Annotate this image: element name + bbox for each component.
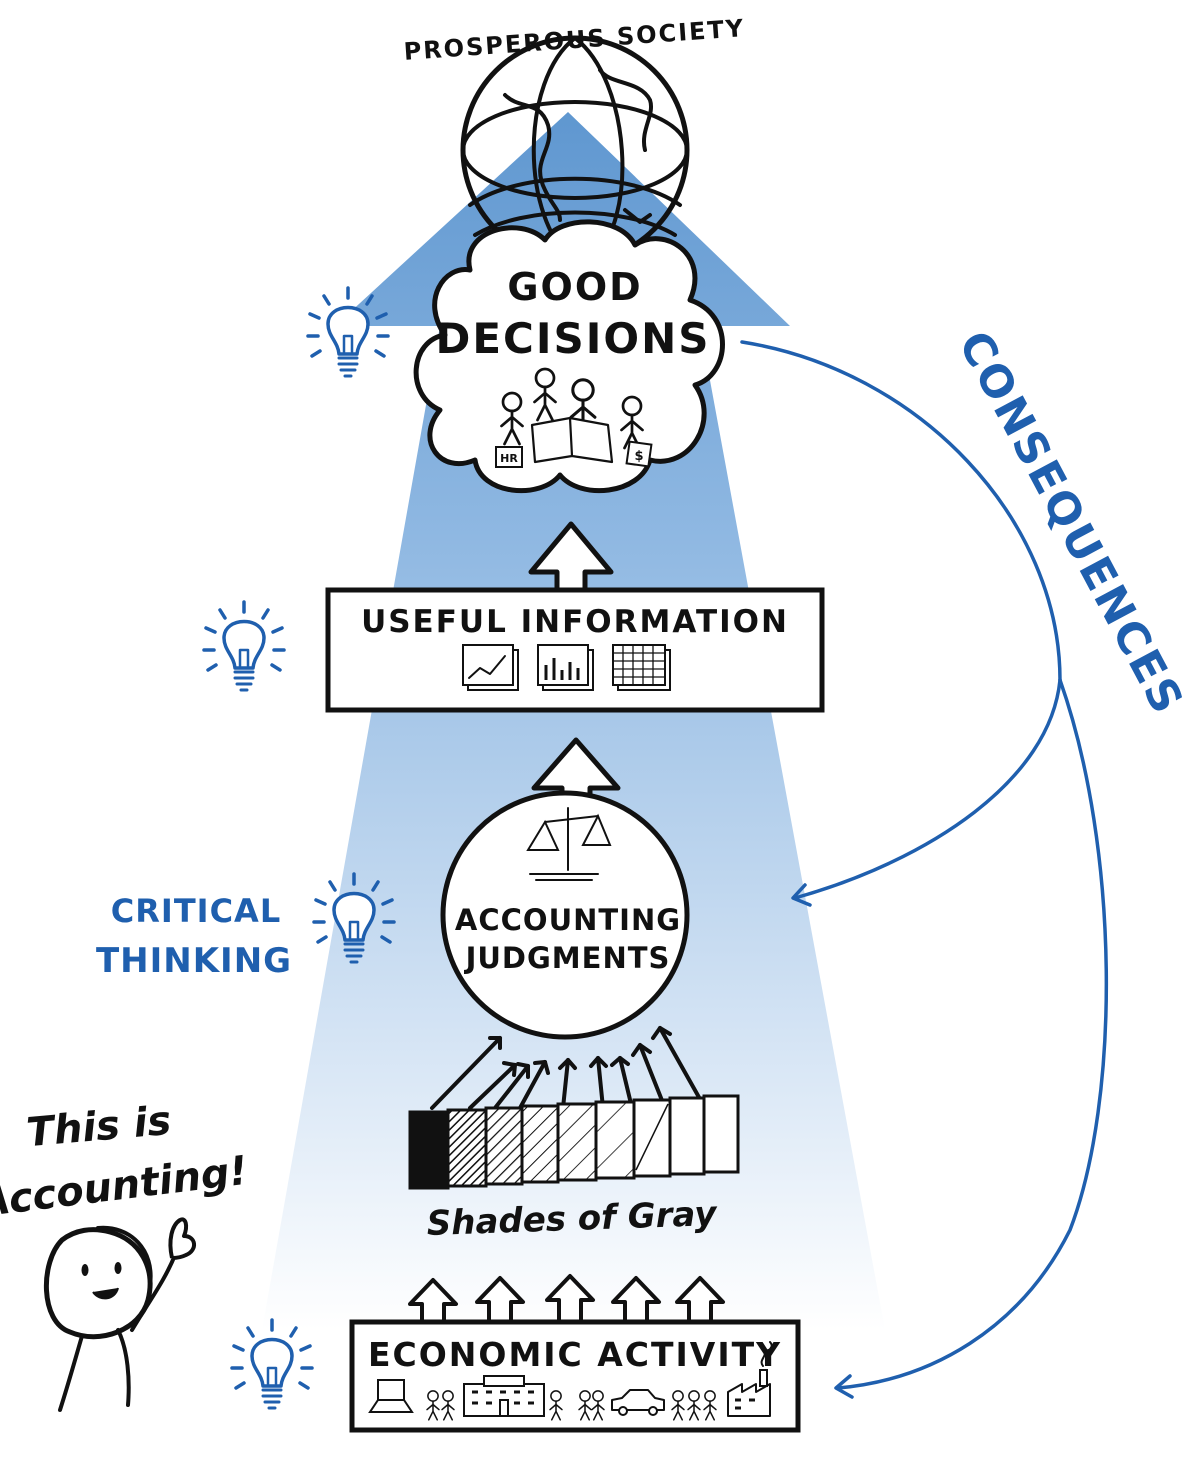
economic-activity-label: ECONOMIC ACTIVITY [368,1335,782,1374]
team-illustration: HR $ [495,367,653,468]
accounting-judgments-circle [440,790,690,1040]
good-decisions-line2: DECISIONS [436,314,711,363]
arrow-up-to-information [531,737,621,804]
factory-icon [727,1341,773,1417]
hr-badge-label: HR [500,452,518,465]
useful-information-label: USEFUL INFORMATION [361,604,789,640]
lightbulb-icon [230,1318,314,1410]
good-decisions-line1: GOOD [507,265,642,309]
report-document-icon [530,416,614,464]
spreadsheet-icon [612,644,671,691]
bar-chart-icon [537,644,594,691]
prosperous-society-label: PROSPEROUS SOCIETY [403,14,746,66]
accounting-judgments-line2: JUDGMENTS [464,941,671,975]
critical-thinking-line2: THINKING [96,941,292,981]
scales-icon [526,807,612,881]
shades-input-arrows [430,1026,707,1110]
caption-line1: This is [25,1098,173,1156]
lightbulb-icon [202,600,286,692]
building-icon [463,1375,545,1417]
economic-activity-box [349,1319,801,1433]
dollar-badge-label: $ [634,449,643,464]
hr-badge [495,446,523,468]
chart-icon [462,644,519,691]
laptop-icon [368,1379,414,1413]
consequences-label: CONSEQUENCES [948,323,1193,723]
economic-activity-icons [368,1341,773,1421]
good-decisions-cloud [413,219,725,494]
caption-line2: Accounting! [0,1148,250,1227]
progress-arrow-beam [262,112,885,1330]
cartoon-person-icon [44,1217,196,1412]
critical-thinking-line1: CRITICAL [111,892,281,930]
shades-of-gray-bar [408,1094,740,1190]
consequences-arrows [740,340,1109,1399]
dollar-badge [625,440,653,468]
arrow-up-to-decisions [528,521,614,590]
accounting-judgments-line1: ACCOUNTING [455,903,681,937]
car-icon [611,1389,665,1416]
